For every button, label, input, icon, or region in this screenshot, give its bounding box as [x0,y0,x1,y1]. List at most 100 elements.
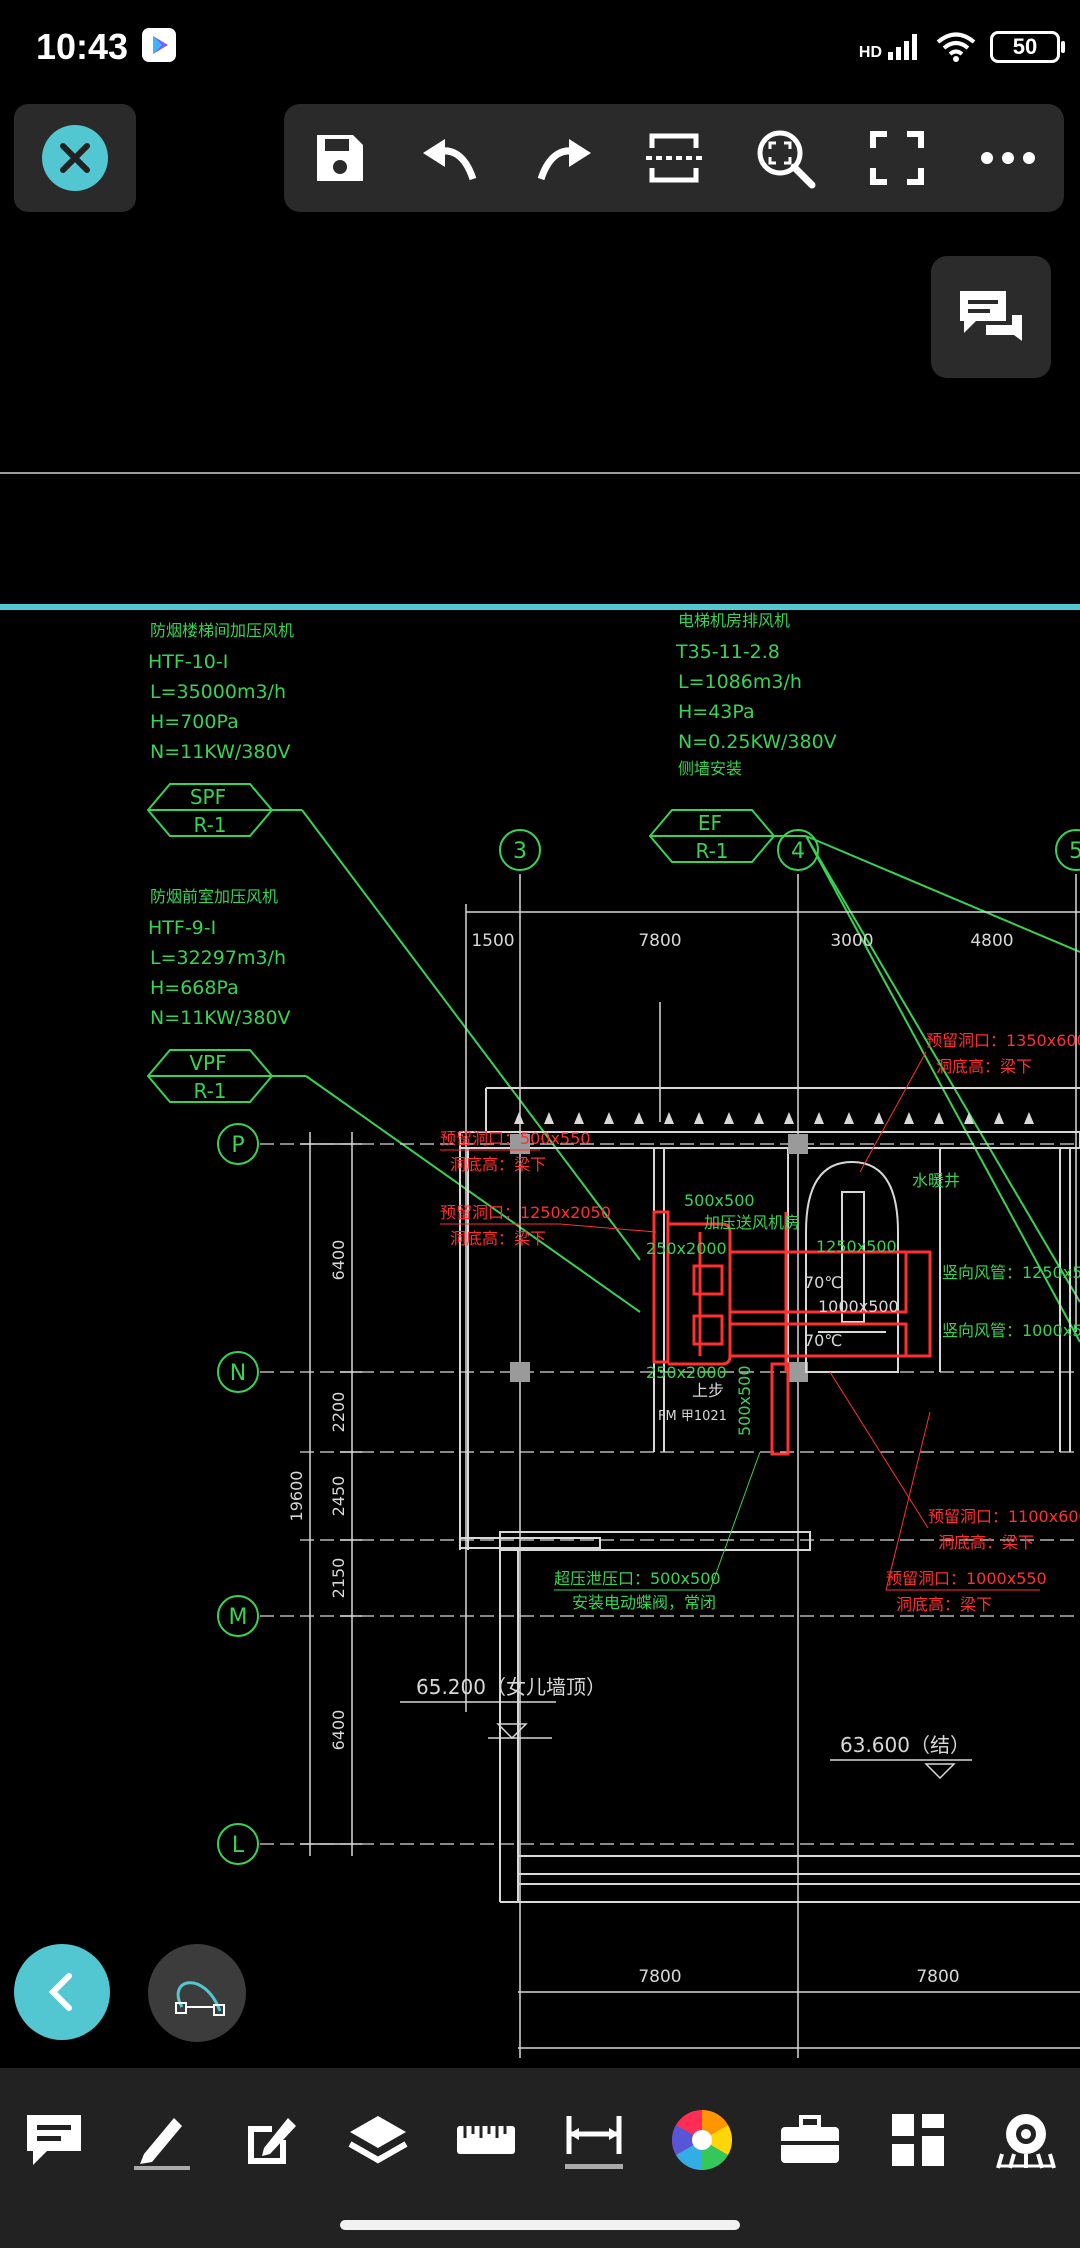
cad-drawing-viewport[interactable]: 防烟楼梯间加压风机 HTF-10-I L=35000m3/h H=700Pa N… [0,612,1080,2058]
spf-title: 防烟楼梯间加压风机 [150,621,294,640]
dim-left-1: 6400 [329,1240,348,1281]
vshaft1-label: 竖向风管：1250x500 [942,1263,1080,1282]
more-button[interactable] [970,120,1046,196]
vpf-tag [146,1049,641,1313]
columns [510,1134,808,1382]
duct6-label: 500x500 [735,1365,754,1436]
grid-icon [892,2114,944,2166]
dim-top-4: 4800 [970,931,1013,951]
hole3b-label: 洞底高：梁下 [450,1229,546,1248]
battery-indicator: 50 [990,31,1065,63]
split-icon [645,133,702,183]
vpf-title: 防烟前室加压风机 [150,887,278,906]
temp2-label: 70℃ [804,1331,842,1350]
pencil-icon [134,2118,190,2170]
ruler-button[interactable] [451,2105,521,2175]
spf-annotation: 防烟楼梯间加压风机 HTF-10-I L=35000m3/h H=700Pa N… [148,621,294,763]
apps-button[interactable] [883,2105,953,2175]
dim-left-total: 19600 [287,1471,306,1522]
comments-button[interactable] [931,256,1051,378]
vpf-tag-top: VPF [189,1051,226,1075]
duct1-label: 500x500 [684,1191,755,1210]
hole4-label: 预留洞口：1100x600 [928,1507,1080,1526]
curve-tool-button[interactable] [148,1944,246,2042]
measure-icon [565,2116,623,2169]
redo-icon [537,139,591,181]
door-label: FM 甲1021 [658,1409,727,1424]
axis-m-label: M [229,1605,248,1630]
duct3-label: 250x2000 [646,1363,727,1382]
edit-icon [248,2118,296,2164]
bottom-toolbar [0,2068,1080,2248]
chat-icon [960,291,1022,341]
split-view-button[interactable] [636,120,712,196]
dimension-lines-left [300,1132,362,1856]
dims-bottom: 7800 7800 [638,1967,959,1987]
zoom-fit-button[interactable] [747,120,823,196]
spf-model: HTF-10-I [148,651,228,673]
dim-top-1: 1500 [471,931,514,951]
color-wheel-icon [671,2110,733,2170]
measure-button[interactable] [559,2105,629,2175]
hole3-label: 预留洞口：1250x2050 [440,1203,611,1222]
ruler-icon [457,2126,515,2154]
signal-icon [888,34,917,60]
vpf-pressure: H=668Pa [150,977,239,999]
fullscreen-icon [869,131,924,185]
elevation-1: 65.200（女儿墙顶） [416,1675,606,1699]
home-indicator[interactable] [340,2220,740,2230]
chevron-left-icon [48,1973,72,2011]
relief-label: 超压泄压口：500x500 [554,1569,721,1588]
fullscreen-button[interactable] [859,120,935,196]
axis-4-label: 4 [791,839,805,864]
hole2b-label: 洞底高：梁下 [450,1155,546,1174]
ef-tag-bottom: R-1 [695,839,728,863]
spf-tag [146,783,641,1261]
layers-icon [348,2116,408,2164]
dim-left-5: 6400 [329,1710,348,1751]
edit-button[interactable] [235,2105,305,2175]
cad-drawing[interactable]: 防烟楼梯间加压风机 HTF-10-I L=35000m3/h H=700Pa N… [0,612,1080,2058]
save-button[interactable] [302,120,378,196]
duct2-label: 250x2000 [646,1239,727,1258]
parapet-marks [514,1112,1034,1124]
redo-button[interactable] [525,120,601,196]
grid-bubbles-rows [217,1123,259,1865]
annotation-button[interactable] [19,2105,89,2175]
spf-tag-top: SPF [190,785,226,809]
vpf-flow: L=32297m3/h [150,947,286,969]
spf-pressure: H=700Pa [150,711,239,733]
undo-button[interactable] [413,120,489,196]
status-time: 10:43 [36,26,129,67]
spf-tag-bottom: R-1 [193,813,226,837]
split-divider[interactable] [0,604,1080,610]
ef-annotation: 电梯机房排风机 T35-11-2.8 L=1086m3/h H=43Pa N=0… [675,612,837,778]
close-button[interactable] [42,125,108,191]
comment-icon [27,2115,81,2165]
axis-n-label: N [230,1361,246,1386]
dim-top-3: 3000 [830,931,873,951]
ef-tag [648,809,1080,1343]
elevation-marks [400,1701,972,1780]
relief-note-label: 安装电动蝶阀，常闭 [572,1593,716,1612]
toolbox-button[interactable] [775,2105,845,2175]
dim-top-2: 7800 [638,931,681,951]
3d-view-button[interactable] [991,2105,1061,2175]
ef-model: T35-11-2.8 [675,641,780,663]
status-bar: 10:43 HD 50 [0,0,1080,96]
ef-pressure: H=43Pa [678,701,755,723]
hole2-label: 预留洞口：500x550 [440,1129,591,1148]
layers-button[interactable] [343,2105,413,2175]
axis-l-label: L [232,1833,245,1858]
vshaft2-label: 竖向风管：1000x500 [942,1321,1080,1340]
color-button[interactable] [667,2105,737,2175]
back-button[interactable] [14,1944,110,2040]
eye-3d-icon [996,2114,1056,2169]
spf-flow: L=35000m3/h [150,681,286,703]
elevation-2: 63.600（结） [840,1733,970,1757]
red-annotations: 预留洞口：1350x600 洞底高：梁下 预留洞口：500x550 洞底高：梁下… [440,1031,1080,1614]
temp1-label: 70℃ [804,1273,842,1292]
pen-button[interactable] [127,2105,197,2175]
red-leaders [440,1051,1040,1591]
hole5b-label: 洞底高：梁下 [896,1595,992,1614]
